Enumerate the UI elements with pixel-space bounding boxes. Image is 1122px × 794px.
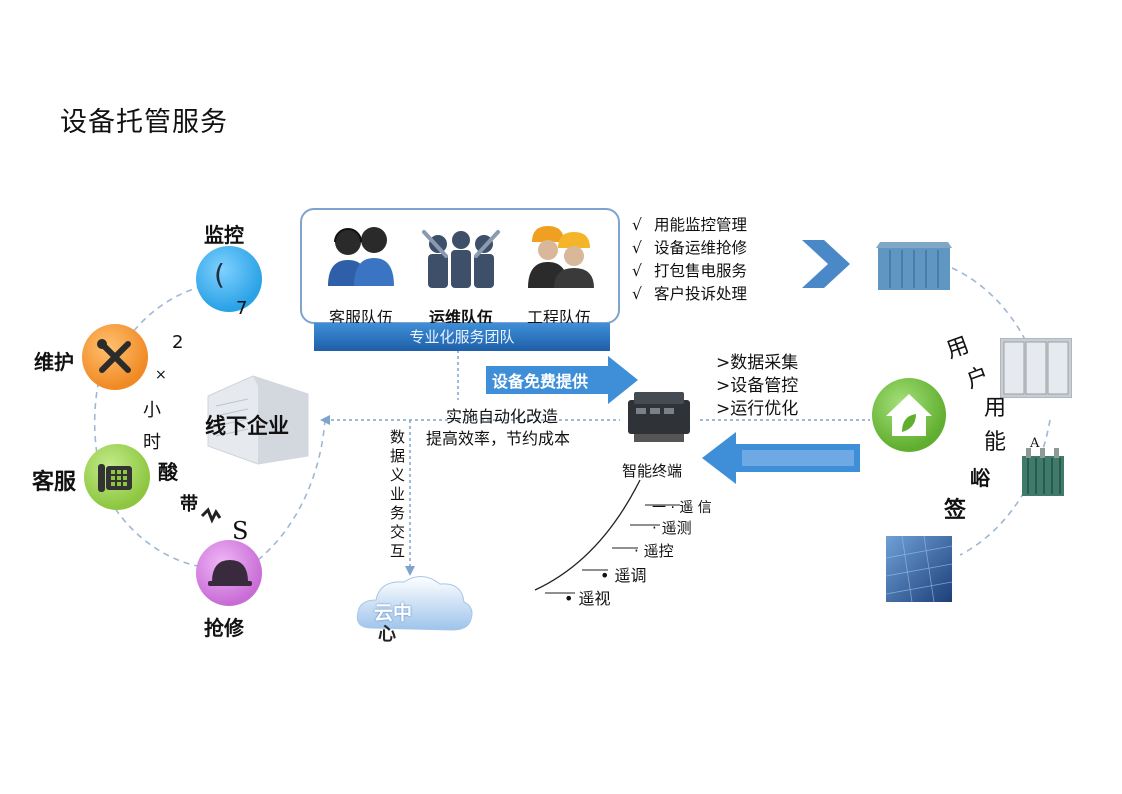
remote-dot: 一 · — [652, 500, 675, 516]
monitor-glyph: ( — [214, 258, 225, 291]
user-energy-node[interactable] — [872, 378, 946, 452]
cloud-label-2: 心 — [378, 624, 396, 645]
terminal-func: >运行优化 — [716, 399, 799, 419]
maintenance-team-icon — [422, 230, 500, 288]
check-item: √ 设备运维抢修 — [620, 237, 784, 260]
ring-fragment-6: 酸 — [158, 460, 178, 484]
remote-text: 遥调 — [614, 566, 647, 585]
team-label: 工程队伍 — [526, 308, 591, 327]
remote-text: 遥控 — [643, 542, 674, 560]
free-equipment-arrow: 设备免费提供 — [486, 356, 642, 408]
check-item: √ 打包售电服务 — [620, 260, 784, 283]
remote-func: · 遥测 — [652, 517, 692, 538]
repair-node[interactable] — [196, 540, 262, 606]
remote-func: • 遥调 — [600, 562, 647, 586]
green-house-icon — [886, 394, 932, 436]
right-fragment: 签 — [944, 498, 967, 523]
check-icon: √ — [632, 285, 642, 303]
monitor-node[interactable]: ( — [196, 246, 262, 312]
remote-func: · 遥控 — [634, 540, 674, 561]
check-icon: √ — [632, 262, 642, 280]
terminal-func: >数据采集 — [716, 353, 799, 373]
team-label: 运维队伍 — [428, 308, 493, 327]
remote-text: 遥 信 — [679, 500, 712, 516]
remote-func: 一 · 遥 信 — [652, 497, 712, 517]
data-return-arrow — [702, 432, 862, 488]
team-bar: 专业化服务团队 — [314, 323, 610, 351]
remote-text: 遥视 — [578, 589, 611, 608]
right-fragment: 峪 — [970, 466, 990, 490]
solar-panel-icon — [885, 535, 953, 606]
remote-text: 遥测 — [661, 519, 692, 537]
maintain-label: 维护 — [34, 350, 74, 374]
telephone-icon — [98, 464, 132, 492]
check-item: √ 客户投诉处理 — [620, 283, 784, 306]
improve-line-1: 实施自动化改造 — [446, 407, 559, 426]
repair-label: 抢修 — [204, 616, 244, 640]
transformer-icon — [1012, 446, 1074, 504]
remote-dot: • — [600, 566, 610, 585]
ring-fragment-8: S — [232, 517, 249, 545]
remote-dot: • — [564, 589, 574, 608]
ring-fragment-5: 时 — [143, 432, 161, 453]
smart-terminal-icon — [624, 388, 694, 446]
offline-enterprise-label: 线下企业 — [205, 414, 289, 438]
terminal-func: >设备管控 — [716, 376, 799, 396]
building-icon — [198, 366, 318, 466]
switchgear-icon — [999, 337, 1073, 402]
ring-fragment-2: 2 — [172, 332, 184, 353]
maintain-node[interactable] — [82, 324, 148, 390]
free-equipment-label: 设备免费提供 — [492, 372, 589, 391]
improve-line-2: 提高效率，节约成本 — [426, 429, 571, 448]
engineering-team-icon — [528, 226, 594, 288]
page-title: 设备托管服务 — [60, 107, 228, 138]
team-maintenance[interactable]: 运维队伍 — [416, 216, 506, 327]
check-icon: √ — [632, 216, 642, 234]
chevron-right-icon — [798, 236, 854, 296]
data-interaction-vertical: 数据义业务交互 — [390, 428, 406, 560]
ring-fragment-3: × — [155, 367, 167, 383]
check-text: 客户投诉处理 — [654, 285, 748, 303]
team-label: 客服队伍 — [328, 308, 393, 327]
team-box: 客服队伍 运维队伍 工程队伍 — [300, 208, 620, 327]
right-fragment: 能 — [984, 430, 1007, 455]
customer-service-team-icon — [328, 227, 394, 286]
check-text: 设备运维抢修 — [654, 239, 748, 257]
check-item: √ 用能监控管理 — [620, 214, 784, 237]
check-text: 打包售电服务 — [654, 262, 748, 280]
service-label: 客服 — [32, 470, 77, 495]
scribble-icon — [200, 506, 222, 526]
remote-func: • 遥视 — [564, 585, 611, 609]
monitor-label: 监控 — [204, 223, 244, 247]
hardhat-icon — [208, 560, 252, 586]
cloud-label-1: 云中 — [374, 602, 413, 624]
right-fragment: 用 — [984, 396, 1007, 421]
team-customer-service[interactable]: 客服队伍 — [316, 216, 406, 327]
cloud-icon — [352, 568, 476, 642]
service-node[interactable] — [84, 444, 150, 510]
team-engineering[interactable]: 工程队伍 — [514, 216, 604, 327]
smart-terminal-label: 智能终端 — [622, 462, 683, 480]
right-fragment: A — [1030, 436, 1040, 451]
service-checklist: √ 用能监控管理 √ 设备运维抢修 √ 打包售电服务 √ 客户投诉处理 — [620, 214, 784, 306]
right-ring-arc-bottom — [959, 419, 1051, 556]
ring-fragment-4: 小 — [143, 400, 161, 421]
tools-icon — [97, 339, 131, 373]
check-icon: √ — [632, 239, 642, 257]
remote-dot: · — [634, 542, 639, 560]
check-text: 用能监控管理 — [654, 216, 748, 234]
substation-box-icon — [876, 234, 952, 296]
remote-dot: · — [652, 519, 657, 537]
ring-fragment-7: 带 — [180, 494, 198, 515]
ring-fragment-1: 7 — [236, 298, 248, 319]
